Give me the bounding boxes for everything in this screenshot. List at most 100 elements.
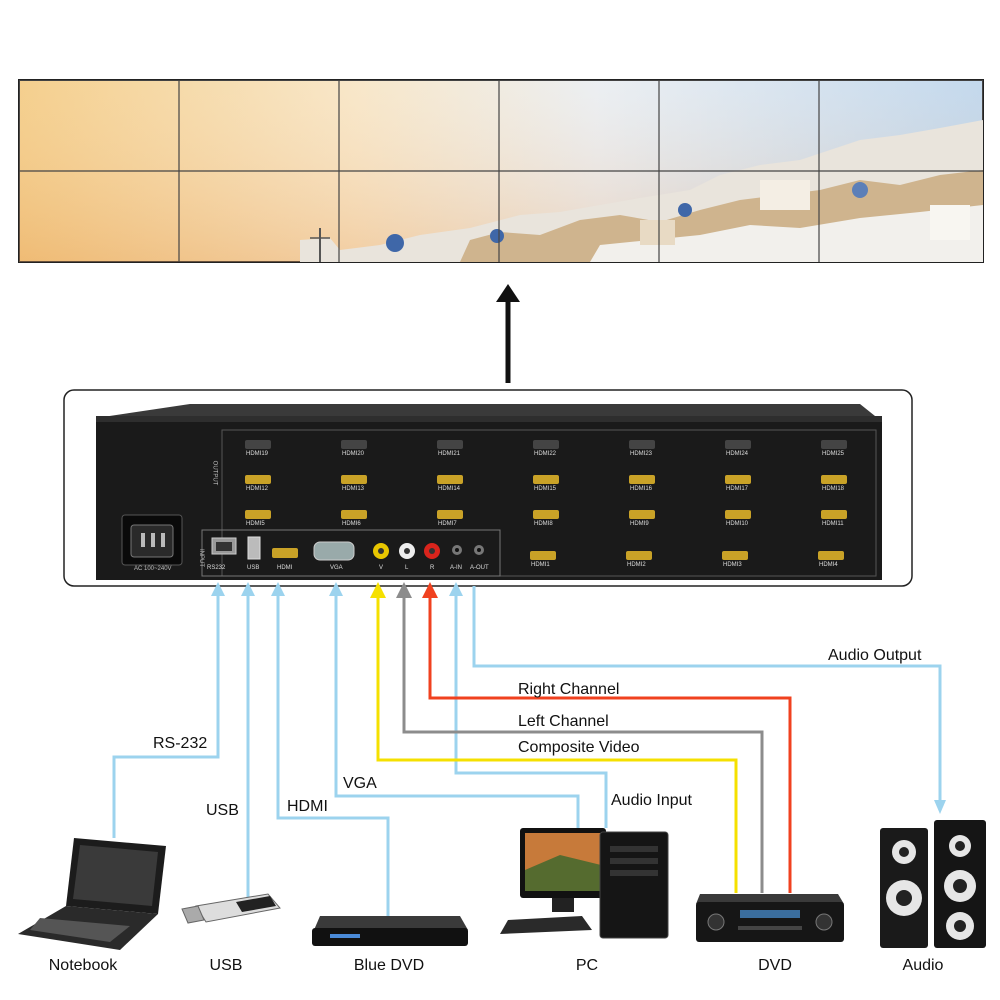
hdmi-port-label-hdmi2: HDMI2 — [627, 562, 646, 568]
rs232-connection-label: RS-232 — [153, 735, 208, 752]
santorini-town — [300, 120, 983, 262]
left-channel-connection-label: Left Channel — [518, 713, 609, 730]
right-channel-cable — [428, 586, 792, 893]
hdmi-port-label-hdmi8: HDMI8 — [534, 521, 553, 527]
hdmi-port-hdmi20 — [341, 440, 367, 449]
hdmi-cable — [276, 586, 390, 918]
hdmi-port-label-hdmi22: HDMI22 — [534, 451, 557, 457]
output-panel-label: OUTPUT — [211, 460, 218, 486]
hdmi-port-hdmi12 — [245, 475, 271, 484]
hdmi-port-hdmi7 — [437, 510, 463, 519]
cables — [112, 586, 942, 918]
hdmi-port-hdmi14 — [437, 475, 463, 484]
usb-stick-device — [181, 893, 281, 924]
hdmi-port-label-hdmi25: HDMI25 — [822, 451, 845, 457]
blue-dvd-label: Blue DVD — [353, 957, 425, 974]
audio-label: Audio — [902, 957, 944, 974]
hdmi-port-label-hdmi21: HDMI21 — [438, 451, 461, 457]
hdmi-port-label-hdmi6: HDMI6 — [342, 521, 361, 527]
hdmi-port-label-hdmi15: HDMI15 — [534, 486, 557, 492]
hdmi-port-hdmi23 — [629, 440, 655, 449]
notebook-label: Notebook — [48, 957, 118, 974]
power-inlet — [121, 514, 183, 566]
hdmi-port-hdmi2 — [626, 551, 652, 560]
hdmi-port-label-hdmi1: HDMI1 — [531, 562, 550, 568]
hdmi-port-label-hdmi7: HDMI7 — [438, 521, 457, 527]
notebook-device — [18, 838, 166, 950]
hdmi-port-label-hdmi23: HDMI23 — [630, 451, 653, 457]
usb-device-label: USB — [209, 957, 243, 974]
hdmi-output-ports — [245, 440, 847, 560]
hdmi-port-label-hdmi20: HDMI20 — [342, 451, 365, 457]
hdmi-port-label-hdmi17: HDMI17 — [726, 486, 749, 492]
hdmi-port-hdmi8 — [533, 510, 559, 519]
hdmi-port-hdmi3 — [722, 551, 748, 560]
hdmi-port-hdmi25 — [821, 440, 847, 449]
hdmi-port-label-hdmi3: HDMI3 — [723, 562, 742, 568]
vga-port-label: VGA — [330, 565, 343, 571]
audio-input-connection-label: Audio Input — [611, 792, 692, 809]
composite-video-cable — [376, 586, 738, 893]
hdmi-port-hdmi16 — [629, 475, 655, 484]
output-arrow — [496, 284, 520, 383]
controller-chassis — [96, 404, 882, 580]
hdmi-port-label-hdmi10: HDMI10 — [726, 521, 749, 527]
ain-port-label: A-IN — [450, 565, 462, 571]
hdmi-port-hdmi15 — [533, 475, 559, 484]
rs232-cable — [112, 586, 220, 838]
input-panel-label: INPUT — [198, 549, 204, 567]
right-channel-connection-label: Right Channel — [518, 681, 620, 698]
usb-port-label: USB — [247, 565, 260, 571]
dvd-receiver-device — [696, 894, 844, 942]
audio-input-cable — [454, 586, 608, 828]
left-channel-cable — [402, 586, 764, 893]
pc-device — [500, 828, 669, 939]
audio-output-connection-label: Audio Output — [828, 647, 922, 664]
hdmi-port-hdmi1 — [530, 551, 556, 560]
hdmi-port-hdmi4 — [818, 551, 844, 560]
hdmi-port-hdmi9 — [629, 510, 655, 519]
cable-arrowheads — [211, 582, 946, 814]
aout-port-label: A-OUT — [470, 565, 489, 571]
audio-output-cable — [472, 586, 942, 808]
v-port-label: V — [379, 565, 384, 571]
hdmi-port-label-hdmi14: HDMI14 — [438, 486, 461, 492]
hdmi-port-label-hdmi4: HDMI4 — [819, 562, 838, 568]
blue-dvd-device — [312, 916, 468, 946]
hdmi-port-label-hdmi18: HDMI18 — [822, 486, 845, 492]
hdmi-port-hdmi22 — [533, 440, 559, 449]
hdmi-port-label-hdmi11: HDMI11 — [822, 521, 844, 527]
audio-speakers-device — [880, 820, 986, 948]
power-label: AC 100~240V — [134, 566, 172, 572]
hdmi-port-label-hdmi19: HDMI19 — [246, 451, 269, 457]
hdmi-port-hdmi19 — [245, 440, 271, 449]
vga-connection-label: VGA — [343, 775, 377, 792]
video-wall-grid — [19, 80, 983, 262]
hdmi-port-label: HDMI — [277, 565, 293, 571]
pc-label: PC — [575, 957, 599, 974]
composite-video-connection-label: Composite Video — [518, 739, 640, 756]
dvd-label: DVD — [758, 957, 792, 974]
input-ports — [211, 536, 484, 561]
vga-cable — [334, 586, 580, 828]
hdmi-port-hdmi17 — [725, 475, 751, 484]
r-port-label: R — [430, 565, 435, 571]
video-wall — [18, 79, 984, 263]
hdmi-port-hdmi11 — [821, 510, 847, 519]
hdmi-port-label-hdmi9: HDMI9 — [630, 521, 649, 527]
hdmi-port-hdmi21 — [437, 440, 463, 449]
hdmi-port-hdmi10 — [725, 510, 751, 519]
rs232-port-label: RS232 — [207, 565, 226, 571]
hdmi-port-hdmi24 — [725, 440, 751, 449]
hdmi-port-label-hdmi24: HDMI24 — [726, 451, 749, 457]
hdmi-port-label-hdmi16: HDMI16 — [630, 486, 653, 492]
hdmi-port-label-hdmi13: HDMI13 — [342, 486, 365, 492]
hdmi-port-hdmi18 — [821, 475, 847, 484]
hdmi-port-hdmi5 — [245, 510, 271, 519]
hdmi-port-label-hdmi12: HDMI12 — [246, 486, 269, 492]
l-port-label: L — [405, 565, 409, 571]
hdmi-port-hdmi6 — [341, 510, 367, 519]
hdmi-port-hdmi13 — [341, 475, 367, 484]
hdmi-port-label-hdmi5: HDMI5 — [246, 521, 265, 527]
